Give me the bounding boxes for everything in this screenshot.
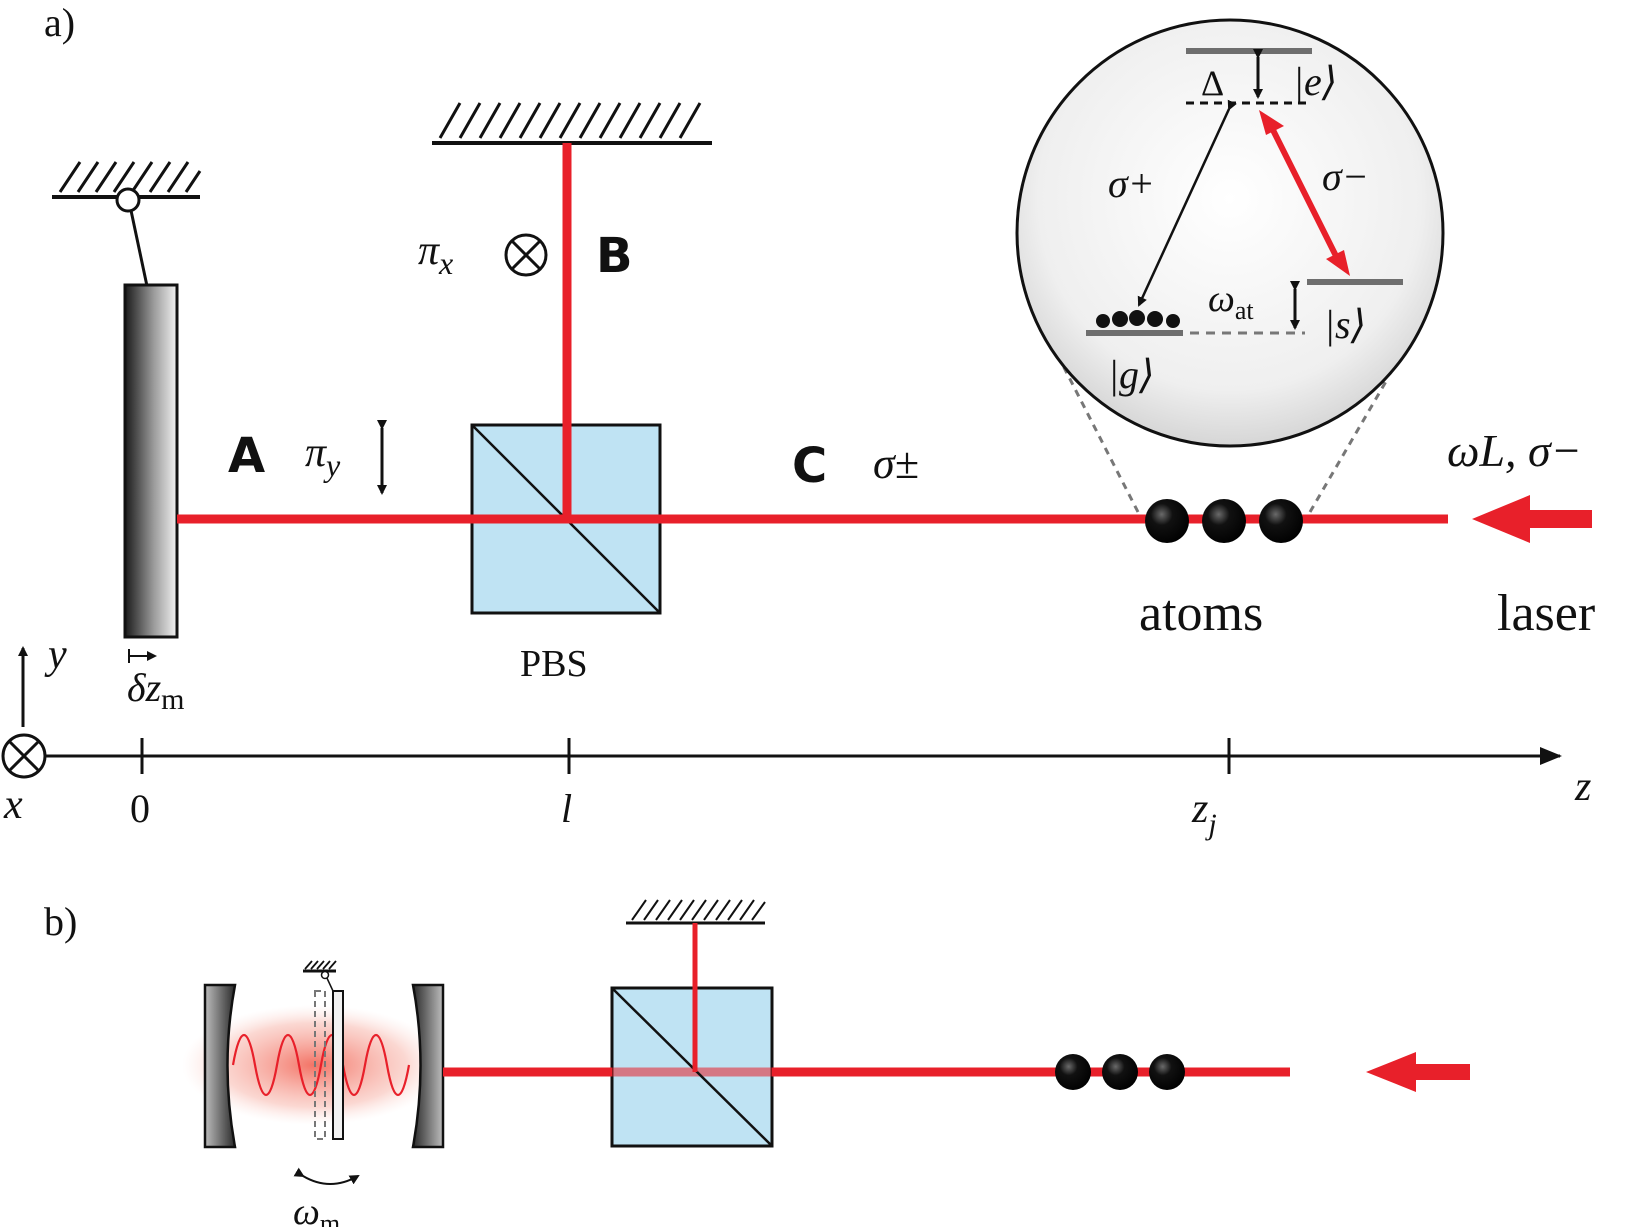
laser-freq-label: ωL, σ− (1447, 425, 1582, 476)
laser-label: laser (1497, 585, 1595, 642)
x-axis-label: x (3, 782, 23, 828)
fixed-mirror-b (432, 102, 712, 145)
atom (1145, 499, 1189, 543)
svg-text:δzm: δzm (127, 665, 185, 716)
laser-arrow-b (1366, 1052, 1470, 1092)
x-axis-into-page-icon (1, 733, 47, 779)
atoms-label: atoms (1139, 585, 1263, 642)
state-e-label: |e⟩ (1293, 59, 1337, 104)
mirror (123, 283, 179, 639)
sigma-minus-transition (1259, 110, 1350, 276)
beam-label-c: C (792, 438, 827, 494)
z-axis-label: z (1574, 764, 1591, 810)
state-g-label: |g⟩ (1108, 352, 1155, 397)
displacement-label: δzm (127, 649, 185, 716)
optomechanical-cavity: ωm (182, 960, 446, 1227)
mechanical-frequency-label: ωm (293, 1191, 340, 1227)
tick-label-l: l (561, 786, 572, 831)
cavity-mirror-right (411, 983, 445, 1149)
tick-label-zj: zj (1191, 786, 1217, 841)
pbs-label: PBS (520, 643, 588, 685)
level-scheme-inset: Δ |e⟩ |s⟩ |g⟩ ωat σ+ σ− (1015, 18, 1445, 448)
atom (1102, 1054, 1138, 1090)
panel-a-label: a) (44, 0, 75, 45)
svg-text:πx: πx (418, 228, 453, 281)
detuning-label: Δ (1201, 63, 1224, 103)
atoms-b (1055, 1054, 1185, 1090)
atom (1055, 1054, 1091, 1090)
atom (1202, 499, 1246, 543)
ground-population (1096, 310, 1180, 328)
tick-label-0: 0 (130, 786, 150, 831)
cavity-mirror-left (203, 983, 237, 1149)
hanging-mirror (52, 161, 202, 639)
atom (1259, 499, 1303, 543)
fixed-mirror-panel-b (626, 899, 766, 925)
beam-label-a: A (228, 428, 265, 484)
y-axis-label: y (44, 632, 67, 678)
pol-label-x: πx (418, 228, 548, 281)
atoms-a (1145, 499, 1303, 543)
beam-label-b: B (596, 228, 633, 284)
coordinate-axes: y x z 0 l zj (1, 632, 1591, 841)
pol-label-y: πy (305, 420, 387, 495)
membrane-displaced (314, 990, 326, 1140)
sigma-plus-label: σ+ (1108, 161, 1155, 206)
membrane (332, 990, 344, 1140)
svg-text:πy: πy (305, 430, 341, 483)
atom (1149, 1054, 1185, 1090)
pol-label-c: σ± (873, 439, 919, 488)
standing-wave (231, 1033, 411, 1097)
panel-b-label: b) (44, 899, 77, 944)
state-s-label: |s⟩ (1324, 302, 1366, 347)
zoom-line (1050, 343, 1140, 513)
sigma-plus-transition (1137, 99, 1237, 307)
laser-arrow (1472, 495, 1592, 543)
sigma-minus-label: σ− (1322, 154, 1369, 199)
pbs-cube-b (610, 986, 774, 1148)
into-page-icon (504, 233, 548, 277)
